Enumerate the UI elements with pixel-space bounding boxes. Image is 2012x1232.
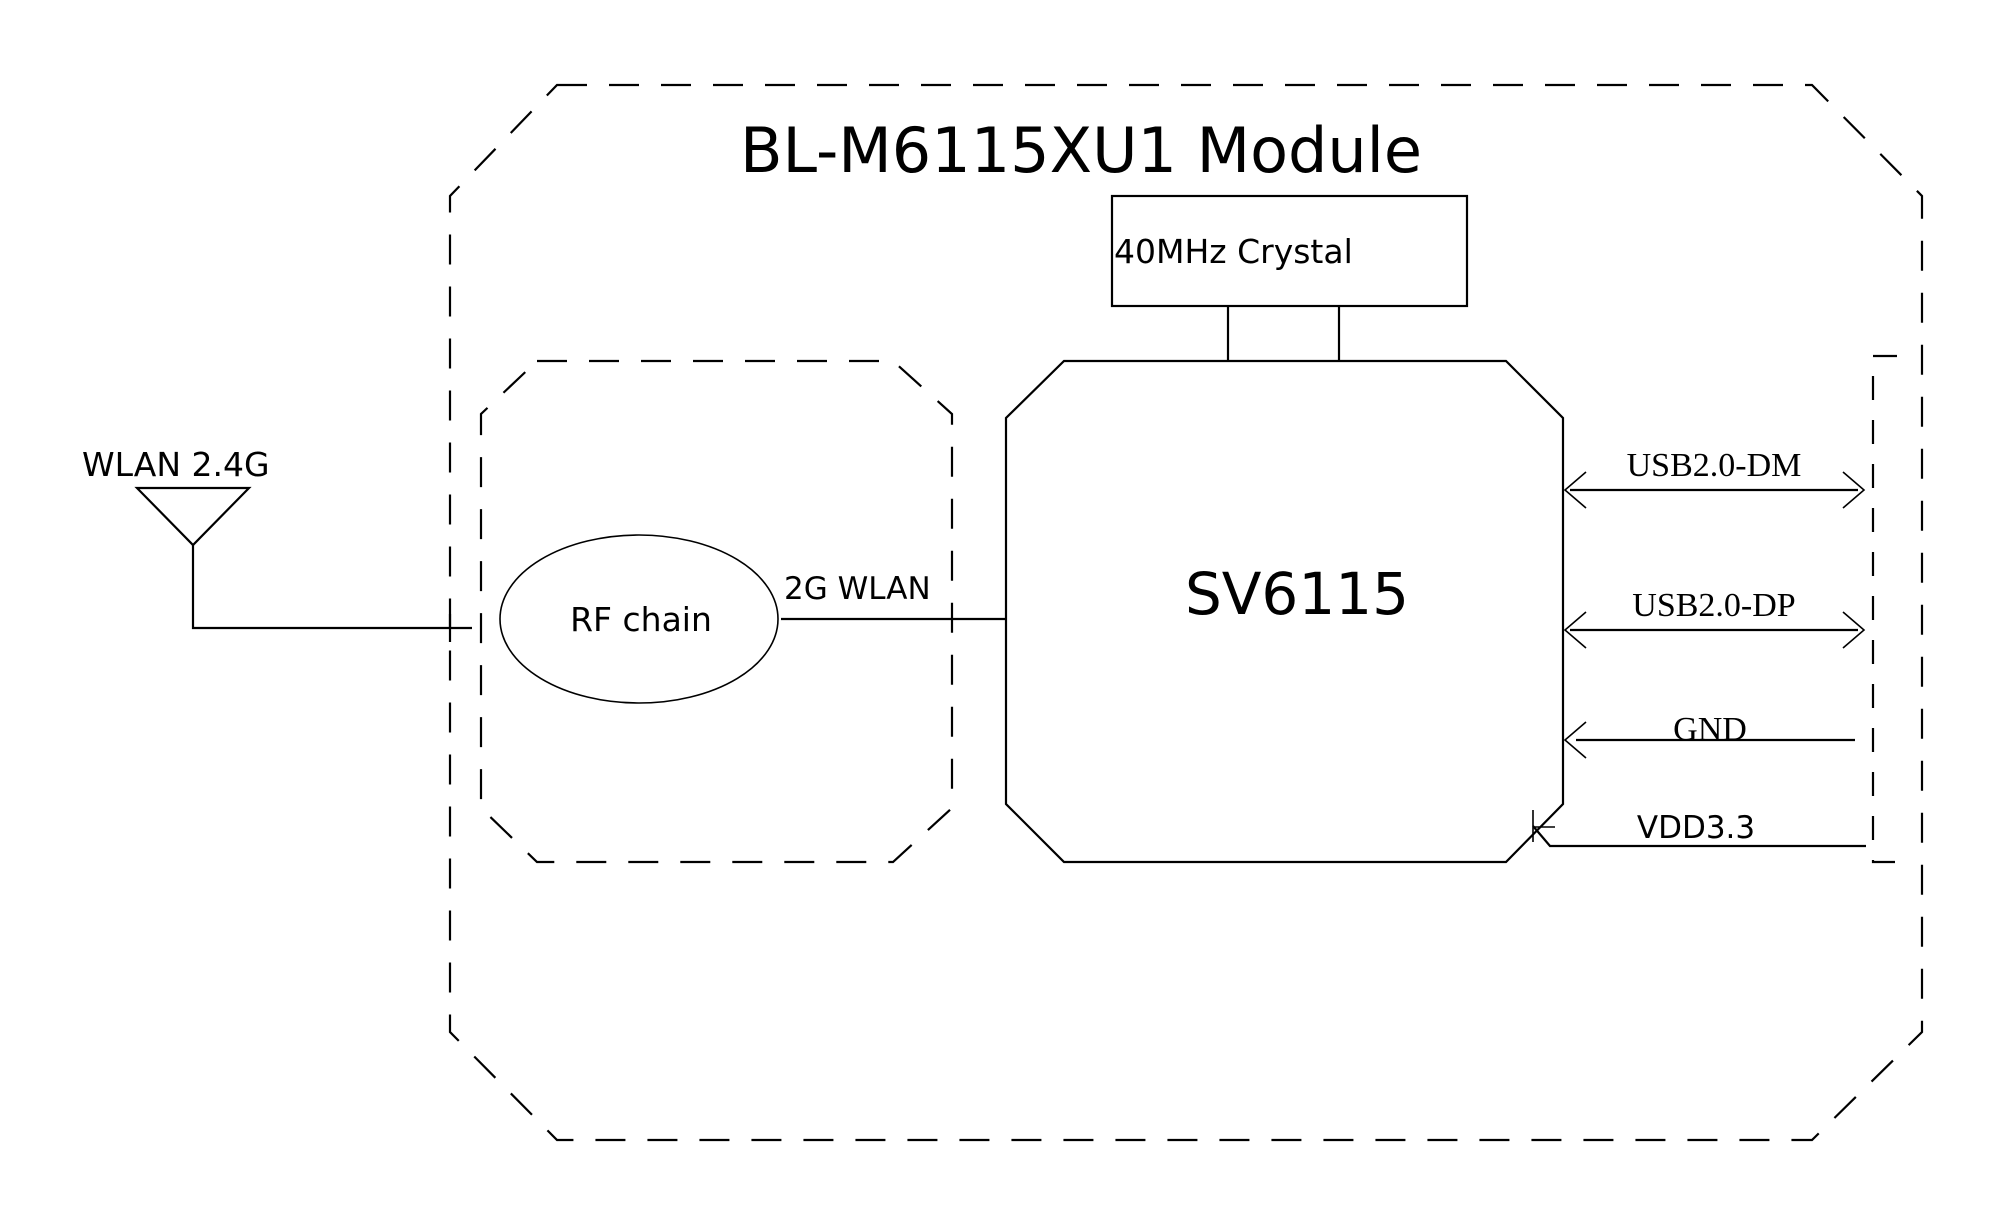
rf-section-boundary — [479, 359, 954, 864]
connector-boundary — [1871, 354, 1897, 864]
vdd-label: VDD3.3 — [1637, 810, 1755, 846]
crystal-block: 40MHz Crystal — [1110, 194, 1469, 361]
module-boundary — [448, 83, 1924, 1142]
chip-label: SV6115 — [1185, 560, 1409, 628]
rf-link-label: 2G WLAN — [784, 571, 931, 607]
signal-usb-dm: USB2.0-DM — [1563, 447, 1866, 509]
rf-chain-block: RF chain — [499, 534, 779, 704]
arrow-left-icon — [1563, 471, 1587, 509]
antenna: WLAN 2.4G — [82, 445, 472, 642]
antenna-label: WLAN 2.4G — [82, 445, 270, 484]
rf-chain-label: RF chain — [570, 600, 712, 639]
gnd-label: GND — [1673, 711, 1747, 748]
chip-block: SV6115 — [1004, 359, 1565, 864]
arrow-left-icon — [1563, 721, 1587, 759]
rf-chain-ellipse — [499, 534, 779, 704]
antenna-icon — [134, 486, 252, 547]
arrow-up-icon — [1532, 810, 1555, 842]
usb-dp-label: USB2.0-DP — [1632, 587, 1795, 624]
antenna-feed-line — [191, 545, 472, 630]
arrow-left-icon — [1563, 611, 1587, 649]
module-title: BL-M6115XU1 Module — [740, 114, 1422, 187]
vdd-line — [1532, 825, 1866, 848]
arrow-right-icon — [1842, 611, 1866, 649]
usb-dm-label: USB2.0-DM — [1627, 447, 1802, 484]
crystal-label: 40MHz Crystal — [1114, 232, 1353, 271]
chip-outline — [1004, 359, 1565, 864]
arrow-right-icon — [1842, 471, 1866, 509]
signal-gnd: GND — [1563, 711, 1855, 759]
crystal-box — [1110, 194, 1469, 308]
signal-vdd: VDD3.3 — [1532, 810, 1866, 848]
signal-usb-dp: USB2.0-DP — [1563, 587, 1866, 649]
